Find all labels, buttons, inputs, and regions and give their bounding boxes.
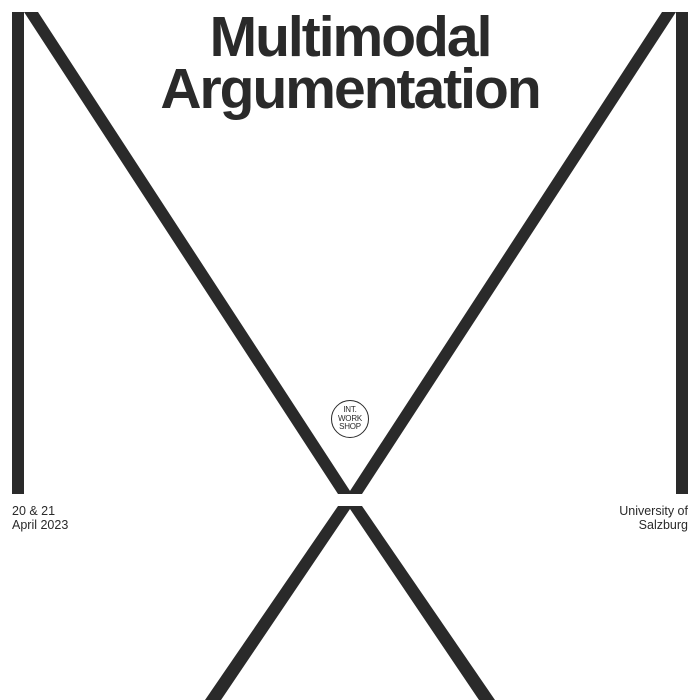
- badge-line-2: WORK: [337, 413, 363, 423]
- right-diagonal: [348, 12, 676, 494]
- dates-line-1: 20 & 21: [12, 504, 56, 518]
- event-dates: 20 & 21 April 2023: [12, 504, 68, 532]
- left-diagonal: [24, 12, 352, 494]
- title-line-1: Multimodal: [209, 5, 493, 69]
- workshop-badge: INT. WORK SHOP: [331, 400, 369, 438]
- title-line-2: Argumentation: [160, 57, 541, 121]
- venue-line-2: Salzburg: [638, 518, 688, 532]
- badge-line-3: SHOP: [339, 422, 361, 432]
- lower-left-leg: [205, 506, 352, 700]
- left-bar: [12, 12, 24, 494]
- lower-right-leg: [348, 506, 495, 700]
- event-venue: University of Salzburg: [619, 504, 688, 532]
- badge-line-1: INT.: [343, 405, 357, 415]
- dates-line-2: April 2023: [12, 518, 69, 532]
- right-bar: [676, 12, 688, 494]
- venue-line-1: University of: [619, 504, 688, 518]
